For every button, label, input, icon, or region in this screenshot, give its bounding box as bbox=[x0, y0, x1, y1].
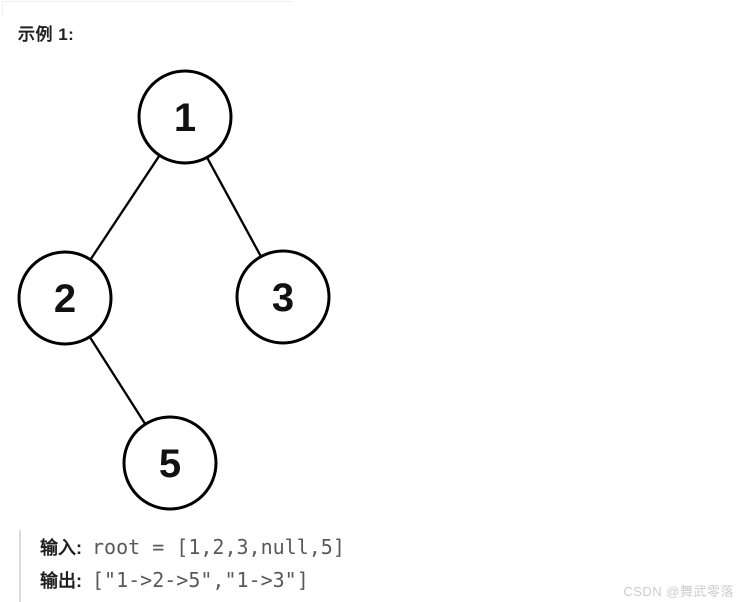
binary-tree-diagram: 1 2 3 5 bbox=[17, 69, 331, 511]
left-border-line bbox=[2, 1, 3, 14]
input-line: 输入: root = [1,2,3,null,5] bbox=[40, 532, 345, 565]
tree-node-2: 2 bbox=[17, 250, 113, 346]
input-value: root = [1,2,3,null,5] bbox=[92, 535, 345, 559]
tree-node-3-label: 3 bbox=[272, 276, 294, 320]
input-label: 输入: bbox=[40, 538, 82, 558]
tree-node-3-circle bbox=[235, 249, 331, 345]
tree-node-5-label: 5 bbox=[159, 442, 181, 486]
output-label: 输出: bbox=[40, 571, 82, 591]
example-title: 示例 1: bbox=[18, 25, 75, 44]
tree-node-1: 1 bbox=[137, 69, 233, 165]
tree-node-5-circle bbox=[122, 415, 218, 511]
blockquote-bar bbox=[19, 530, 21, 602]
tree-node-2-label: 2 bbox=[54, 277, 76, 321]
io-block: 输入: root = [1,2,3,null,5] 输出: ["1->2->5","… bbox=[40, 532, 345, 598]
tree-node-2-circle bbox=[17, 250, 113, 346]
tree-node-3: 3 bbox=[235, 249, 331, 345]
top-border-line bbox=[2, 1, 292, 2]
output-line: 输出: ["1->2->5","1->3"] bbox=[40, 565, 345, 598]
tree-node-1-circle bbox=[137, 69, 233, 165]
tree-node-5: 5 bbox=[122, 415, 218, 511]
watermark: CSDN @舞武零落 bbox=[623, 584, 734, 599]
output-value: ["1->2->5","1->3"] bbox=[92, 568, 309, 592]
tree-node-1-label: 1 bbox=[174, 96, 196, 140]
